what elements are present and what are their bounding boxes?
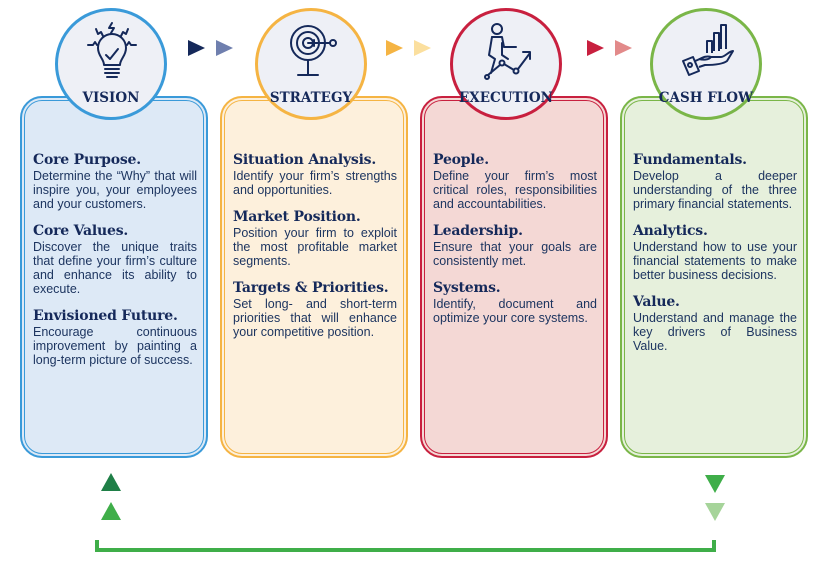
hand-bar-chart-icon bbox=[682, 24, 734, 76]
loop-up-arrow-dark bbox=[101, 473, 121, 491]
person-climbing-icon bbox=[484, 23, 531, 80]
section-heading: Analytics. bbox=[633, 223, 708, 239]
vision-circle: VISION bbox=[55, 8, 167, 120]
section-heading: Fundamentals. bbox=[633, 152, 747, 168]
execution-circle: EXECUTION bbox=[450, 8, 562, 120]
strategy-panel: Situation Analysis.Identify your firm’s … bbox=[220, 96, 408, 458]
cashflow-panel: Fundamentals.Develop a deeper understand… bbox=[620, 96, 808, 458]
flow-arrow-dark bbox=[587, 40, 604, 56]
section-heading: Core Values. bbox=[33, 223, 129, 239]
target-icon bbox=[290, 25, 337, 76]
section-heading: Leadership. bbox=[433, 223, 523, 239]
flow-arrow-light bbox=[414, 40, 431, 56]
section-analytics: Analytics.Understand how to use your fin… bbox=[633, 223, 797, 282]
section-text: Identify, document and optimize your cor… bbox=[433, 297, 597, 325]
section-situation-analysis: Situation Analysis.Identify your firm’s … bbox=[233, 152, 397, 197]
section-heading: Value. bbox=[633, 294, 680, 310]
stage-title: STRATEGY bbox=[269, 90, 353, 106]
section-envisioned-future: Envisioned Future.Encourage continuous i… bbox=[33, 308, 197, 367]
section-text: Determine the “Why” that will inspire yo… bbox=[33, 169, 197, 211]
stage-title: VISION bbox=[82, 90, 140, 106]
cashflow-content: Fundamentals.Develop a deeper understand… bbox=[633, 152, 797, 365]
section-heading: Systems. bbox=[433, 280, 501, 296]
section-heading: Market Position. bbox=[233, 209, 361, 225]
strategy-circle: STRATEGY bbox=[255, 8, 367, 120]
section-core-values: Core Values.Discover the unique traits t… bbox=[33, 223, 197, 296]
execution-panel: People.Define your firm’s most critical … bbox=[420, 96, 608, 458]
section-heading: Situation Analysis. bbox=[233, 152, 377, 168]
section-core-purpose: Core Purpose.Determine the “Why” that wi… bbox=[33, 152, 197, 211]
stage-title: CASH FLOW bbox=[658, 90, 754, 106]
flow-arrow-dark bbox=[386, 40, 403, 56]
section-text: Understand and manage the key drivers of… bbox=[633, 311, 797, 353]
section-heading: Core Purpose. bbox=[33, 152, 141, 168]
loop-down-arrow-light bbox=[705, 503, 725, 521]
section-text: Understand how to use your financial sta… bbox=[633, 240, 797, 282]
flow-arrow-light bbox=[615, 40, 632, 56]
vision-panel: Core Purpose.Determine the “Why” that wi… bbox=[20, 96, 208, 458]
section-text: Encourage continuous improvement by pain… bbox=[33, 325, 197, 367]
loop-up-arrow-light bbox=[101, 502, 121, 520]
cashflow-circle: CASH FLOW bbox=[650, 8, 762, 120]
section-text: Ensure that your goals are consistently … bbox=[433, 240, 597, 268]
section-market-position: Market Position.Position your firm to ex… bbox=[233, 209, 397, 268]
section-text: Develop a deeper understanding of the th… bbox=[633, 169, 797, 211]
section-heading: People. bbox=[433, 152, 489, 168]
section-targets-priorities: Targets & Priorities.Set long- and short… bbox=[233, 280, 397, 339]
section-people: People.Define your firm’s most critical … bbox=[433, 152, 597, 211]
section-text: Set long- and short-term priorities that… bbox=[233, 297, 397, 339]
section-text: Define your firm’s most critical roles, … bbox=[433, 169, 597, 211]
section-text: Identify your firm’s strengths and oppor… bbox=[233, 169, 397, 197]
flow-arrow-light bbox=[216, 40, 233, 56]
section-fundamentals: Fundamentals.Develop a deeper understand… bbox=[633, 152, 797, 211]
stage-title: EXECUTION bbox=[458, 90, 554, 106]
section-systems: Systems.Identify, document and optimize … bbox=[433, 280, 597, 325]
vision-content: Core Purpose.Determine the “Why” that wi… bbox=[33, 152, 197, 379]
lightbulb-check-icon bbox=[87, 22, 137, 78]
loop-connector-line bbox=[95, 540, 716, 552]
section-heading: Targets & Priorities. bbox=[233, 280, 389, 296]
section-leadership: Leadership.Ensure that your goals are co… bbox=[433, 223, 597, 268]
section-text: Discover the unique traits that define y… bbox=[33, 240, 197, 296]
loop-down-arrow-dark bbox=[705, 475, 725, 493]
execution-content: People.Define your firm’s most critical … bbox=[433, 152, 597, 337]
section-text: Position your firm to exploit the most p… bbox=[233, 226, 397, 268]
section-value: Value.Understand and manage the key driv… bbox=[633, 294, 797, 353]
section-heading: Envisioned Future. bbox=[33, 308, 178, 324]
strategy-content: Situation Analysis.Identify your firm’s … bbox=[233, 152, 397, 351]
flow-arrow-dark bbox=[188, 40, 205, 56]
